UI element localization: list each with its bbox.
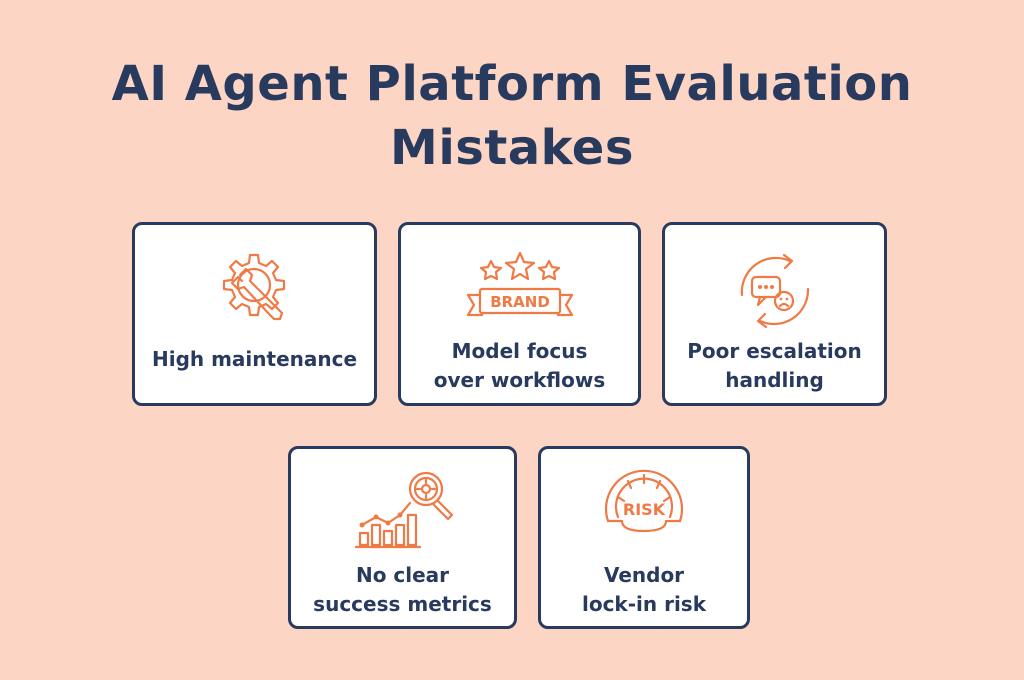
risk-gauge-icon: RISK xyxy=(594,467,694,551)
card-label-line: over workflows xyxy=(433,368,606,392)
chat-escalation-icon xyxy=(730,247,820,341)
card-label-line: High maintenance xyxy=(151,347,358,371)
title-line-2: Mistakes xyxy=(390,120,634,176)
card-label-line: Poor escalation xyxy=(687,339,862,363)
card-label-line: Model focus xyxy=(451,339,588,363)
card-label: Vendor lock-in risk xyxy=(541,561,747,619)
card-label-line: Vendor xyxy=(603,563,685,587)
card-poor-escalation: Poor escalation handling xyxy=(662,222,887,406)
card-label: No clear success metrics xyxy=(291,561,514,619)
card-label: High maintenance xyxy=(135,345,374,374)
card-label-line: success metrics xyxy=(313,592,492,616)
card-no-clear-metrics: No clear success metrics xyxy=(288,446,517,629)
card-label-line: handling xyxy=(725,368,824,392)
page-title: AI Agent Platform Evaluation Mistakes xyxy=(0,52,1024,180)
brand-icon-text: BRAND xyxy=(490,293,550,311)
card-label-line: lock-in risk xyxy=(581,592,707,616)
card-high-maintenance: High maintenance xyxy=(132,222,377,406)
title-line-1: AI Agent Platform Evaluation xyxy=(111,56,913,112)
card-label-line: No clear xyxy=(355,563,450,587)
chart-magnifier-icon xyxy=(348,467,458,555)
gear-wrench-icon xyxy=(210,247,300,337)
risk-icon-text: RISK xyxy=(623,500,666,519)
card-label: Model focus over workflows xyxy=(401,337,638,395)
card-vendor-lockin: RISK Vendor lock-in risk xyxy=(538,446,750,629)
brand-stars-icon: BRAND xyxy=(460,249,580,333)
card-label: Poor escalation handling xyxy=(665,337,884,395)
card-model-focus: BRAND Model focus over workflows xyxy=(398,222,641,406)
